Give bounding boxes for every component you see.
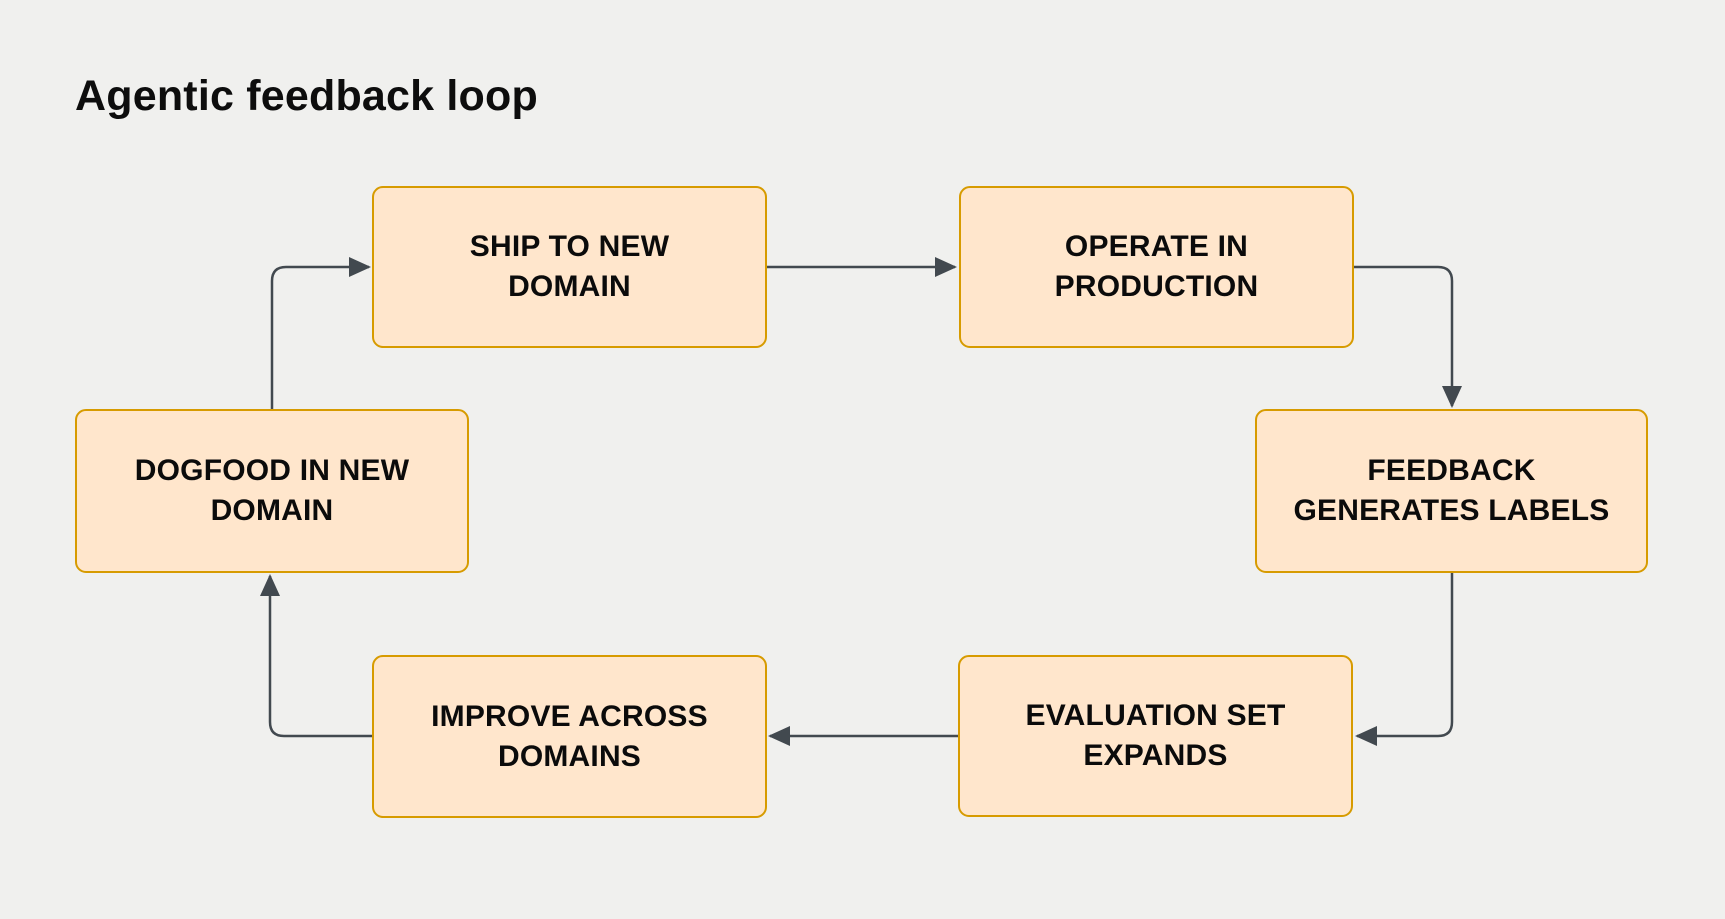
node-operate-in-production: OPERATE IN PRODUCTION <box>959 186 1354 348</box>
node-feedback-generates-labels: FEEDBACK GENERATES LABELS <box>1255 409 1648 573</box>
edge-improve-to-dogfood <box>260 574 372 738</box>
node-evaluation-label: EVALUATION SET EXPANDS <box>1025 699 1286 772</box>
edge-dogfood-to-ship <box>270 257 371 409</box>
edge-feedback-to-evaluation <box>1355 573 1454 746</box>
node-dogfood-label: DOGFOOD IN NEW DOMAIN <box>134 454 410 527</box>
node-evaluation-set-expands: EVALUATION SET EXPANDS <box>958 655 1353 817</box>
node-ship-label: SHIP TO NEW DOMAIN <box>469 230 670 303</box>
node-ship-to-new-domain: SHIP TO NEW DOMAIN <box>372 186 767 348</box>
node-improve-label: IMPROVE ACROSS DOMAINS <box>431 699 708 773</box>
page-title: Agentic feedback loop <box>75 72 538 120</box>
edge-operate-to-feedback <box>1354 265 1462 408</box>
node-dogfood-in-new-domain: DOGFOOD IN NEW DOMAIN <box>75 409 469 573</box>
node-operate-label: OPERATE IN PRODUCTION <box>1054 230 1259 303</box>
node-improve-across-domains: IMPROVE ACROSS DOMAINS <box>372 655 767 818</box>
node-feedback-label: FEEDBACK GENERATES LABELS <box>1293 454 1610 527</box>
